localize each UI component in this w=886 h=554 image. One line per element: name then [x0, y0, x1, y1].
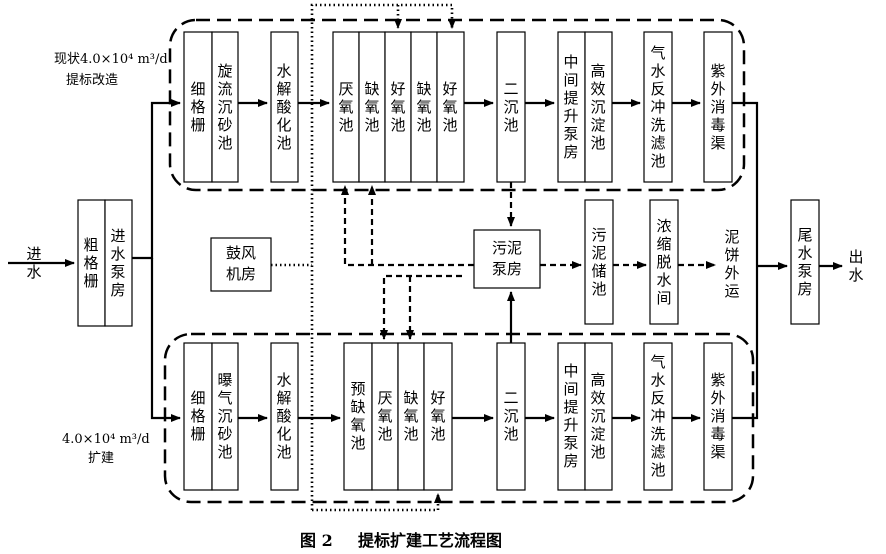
bottom-lift-pump-label: 中间提升泵房	[563, 362, 578, 470]
bottom-lift-pump-box	[557, 342, 586, 491]
outlet-label: 出水	[848, 248, 863, 284]
blower-box	[210, 237, 272, 292]
top-hydrolysis-label: 水解酸化池	[276, 62, 291, 152]
sludge-pump-box	[473, 229, 541, 289]
caption-figure-number: 图 2	[300, 531, 333, 550]
bottom-hydrolysis-label: 水解酸化池	[276, 371, 291, 461]
inlet-label: 进水	[26, 245, 41, 281]
bottom-capacity-label: 4.0×10⁴ m³/d	[62, 432, 150, 447]
top-hes-box	[584, 31, 613, 183]
dewatering-box	[649, 199, 679, 325]
top-fine-screen-label: 细格栅	[190, 80, 205, 134]
top-grit-chamber-box	[211, 31, 239, 183]
bottom-bio-label-1: 预缺氧池	[350, 380, 365, 452]
split-to-bottom-arrow	[150, 258, 181, 422]
bottom-fine-screen-label: 细格栅	[190, 389, 205, 443]
top-bio-label-1: 厌氧池	[338, 80, 353, 134]
bottom-bio-box-2	[371, 342, 399, 491]
bottom-expansion-label: 扩建	[88, 451, 114, 466]
bottom-uv-box	[703, 342, 733, 491]
return-sludge-bottom-1	[380, 274, 462, 340]
bottom-clarifier-label: 二沉池	[503, 389, 518, 443]
tail-pump-label: 尾水泵房	[797, 226, 812, 298]
inlet-pump-label: 进水泵房	[110, 227, 125, 299]
top-hes-label: 高效沉淀池	[590, 62, 605, 152]
bottom-bio-label-3: 缺氧池	[403, 389, 418, 443]
return-sludge-top-anaerobic	[341, 185, 474, 267]
tail-pump-box	[790, 199, 820, 325]
top-capacity-label: 现状4.0×10⁴ m³/d	[54, 52, 168, 67]
top-bio-label-4: 缺氧池	[416, 80, 431, 134]
bottom-bio-label-2: 厌氧池	[377, 389, 392, 443]
top-grit-chamber-label: 旋流沉砂池	[217, 62, 232, 152]
air-to-bottom-line	[312, 493, 442, 512]
top-bio-box-1	[332, 31, 360, 183]
top-bio-label-5: 好氧池	[442, 80, 457, 134]
bottom-filter-label: 气水反冲洗滤池	[650, 353, 665, 479]
top-hydrolysis-box	[270, 31, 299, 183]
sludge-storage-label: 污泥储池	[591, 226, 606, 298]
top-bio-label-2: 缺氧池	[364, 80, 379, 134]
bottom-bio-label-4: 好氧池	[430, 389, 445, 443]
top-bio-box-3	[384, 31, 412, 183]
top-clarifier-box	[496, 31, 526, 183]
top-bio-box-2	[358, 31, 386, 183]
coarse-screen-box	[77, 199, 106, 327]
top-lift-pump-label: 中间提升泵房	[563, 53, 578, 161]
bottom-hes-box	[584, 342, 613, 491]
air-to-top-line	[310, 3, 456, 510]
sludge-pump-label: 污泥泵房	[492, 239, 522, 278]
bottom-bio-box-4	[423, 342, 453, 491]
top-uv-box	[703, 31, 733, 183]
top-bio-box-4	[410, 31, 438, 183]
sludge-storage-box	[584, 199, 614, 325]
top-filter-label: 气水反冲洗滤池	[650, 44, 665, 170]
inlet-pump-box	[104, 199, 133, 327]
top-clarifier-label: 二沉池	[503, 80, 518, 134]
top-filter-box	[643, 31, 673, 183]
split-to-top-arrow	[132, 99, 181, 260]
bottom-hydrolysis-box	[270, 342, 299, 491]
bottom-uv-label: 紫外消毒渠	[710, 371, 725, 461]
caption-title: 提标扩建工艺流程图	[358, 531, 502, 550]
existing-upgrade-group	[168, 18, 746, 192]
bottom-filter-box	[643, 342, 673, 491]
bottom-fine-screen-box	[183, 342, 213, 491]
bottom-grit-chamber-box	[211, 342, 239, 491]
bottom-bio-box-1	[343, 342, 373, 491]
blower-label: 鼓风机房	[226, 244, 256, 283]
vertical-labels: 细格栅旋流沉砂池水解酸化池厌氧池缺氧池好氧池缺氧池好氧池二沉池中间提升泵房高效沉…	[26, 44, 863, 479]
top-bio-label-3: 好氧池	[390, 80, 405, 134]
bottom-hes-label: 高效沉淀池	[590, 371, 605, 461]
top-uv-label: 紫外消毒渠	[710, 62, 725, 152]
dewatering-label: 浓缩脱水间	[656, 217, 671, 307]
uv-merge-line	[732, 101, 759, 420]
bottom-grit-chamber-label: 曝气沉砂池	[217, 371, 232, 461]
top-fine-screen-box	[183, 31, 213, 183]
top-bio-box-5	[436, 31, 465, 183]
top-upgrade-label: 提标改造	[66, 72, 118, 88]
top-lift-pump-box	[557, 31, 586, 183]
sludge-cake-label: 泥饼外运	[724, 228, 739, 300]
coarse-screen-label: 粗格栅	[83, 236, 98, 290]
bottom-bio-box-3	[397, 342, 425, 491]
